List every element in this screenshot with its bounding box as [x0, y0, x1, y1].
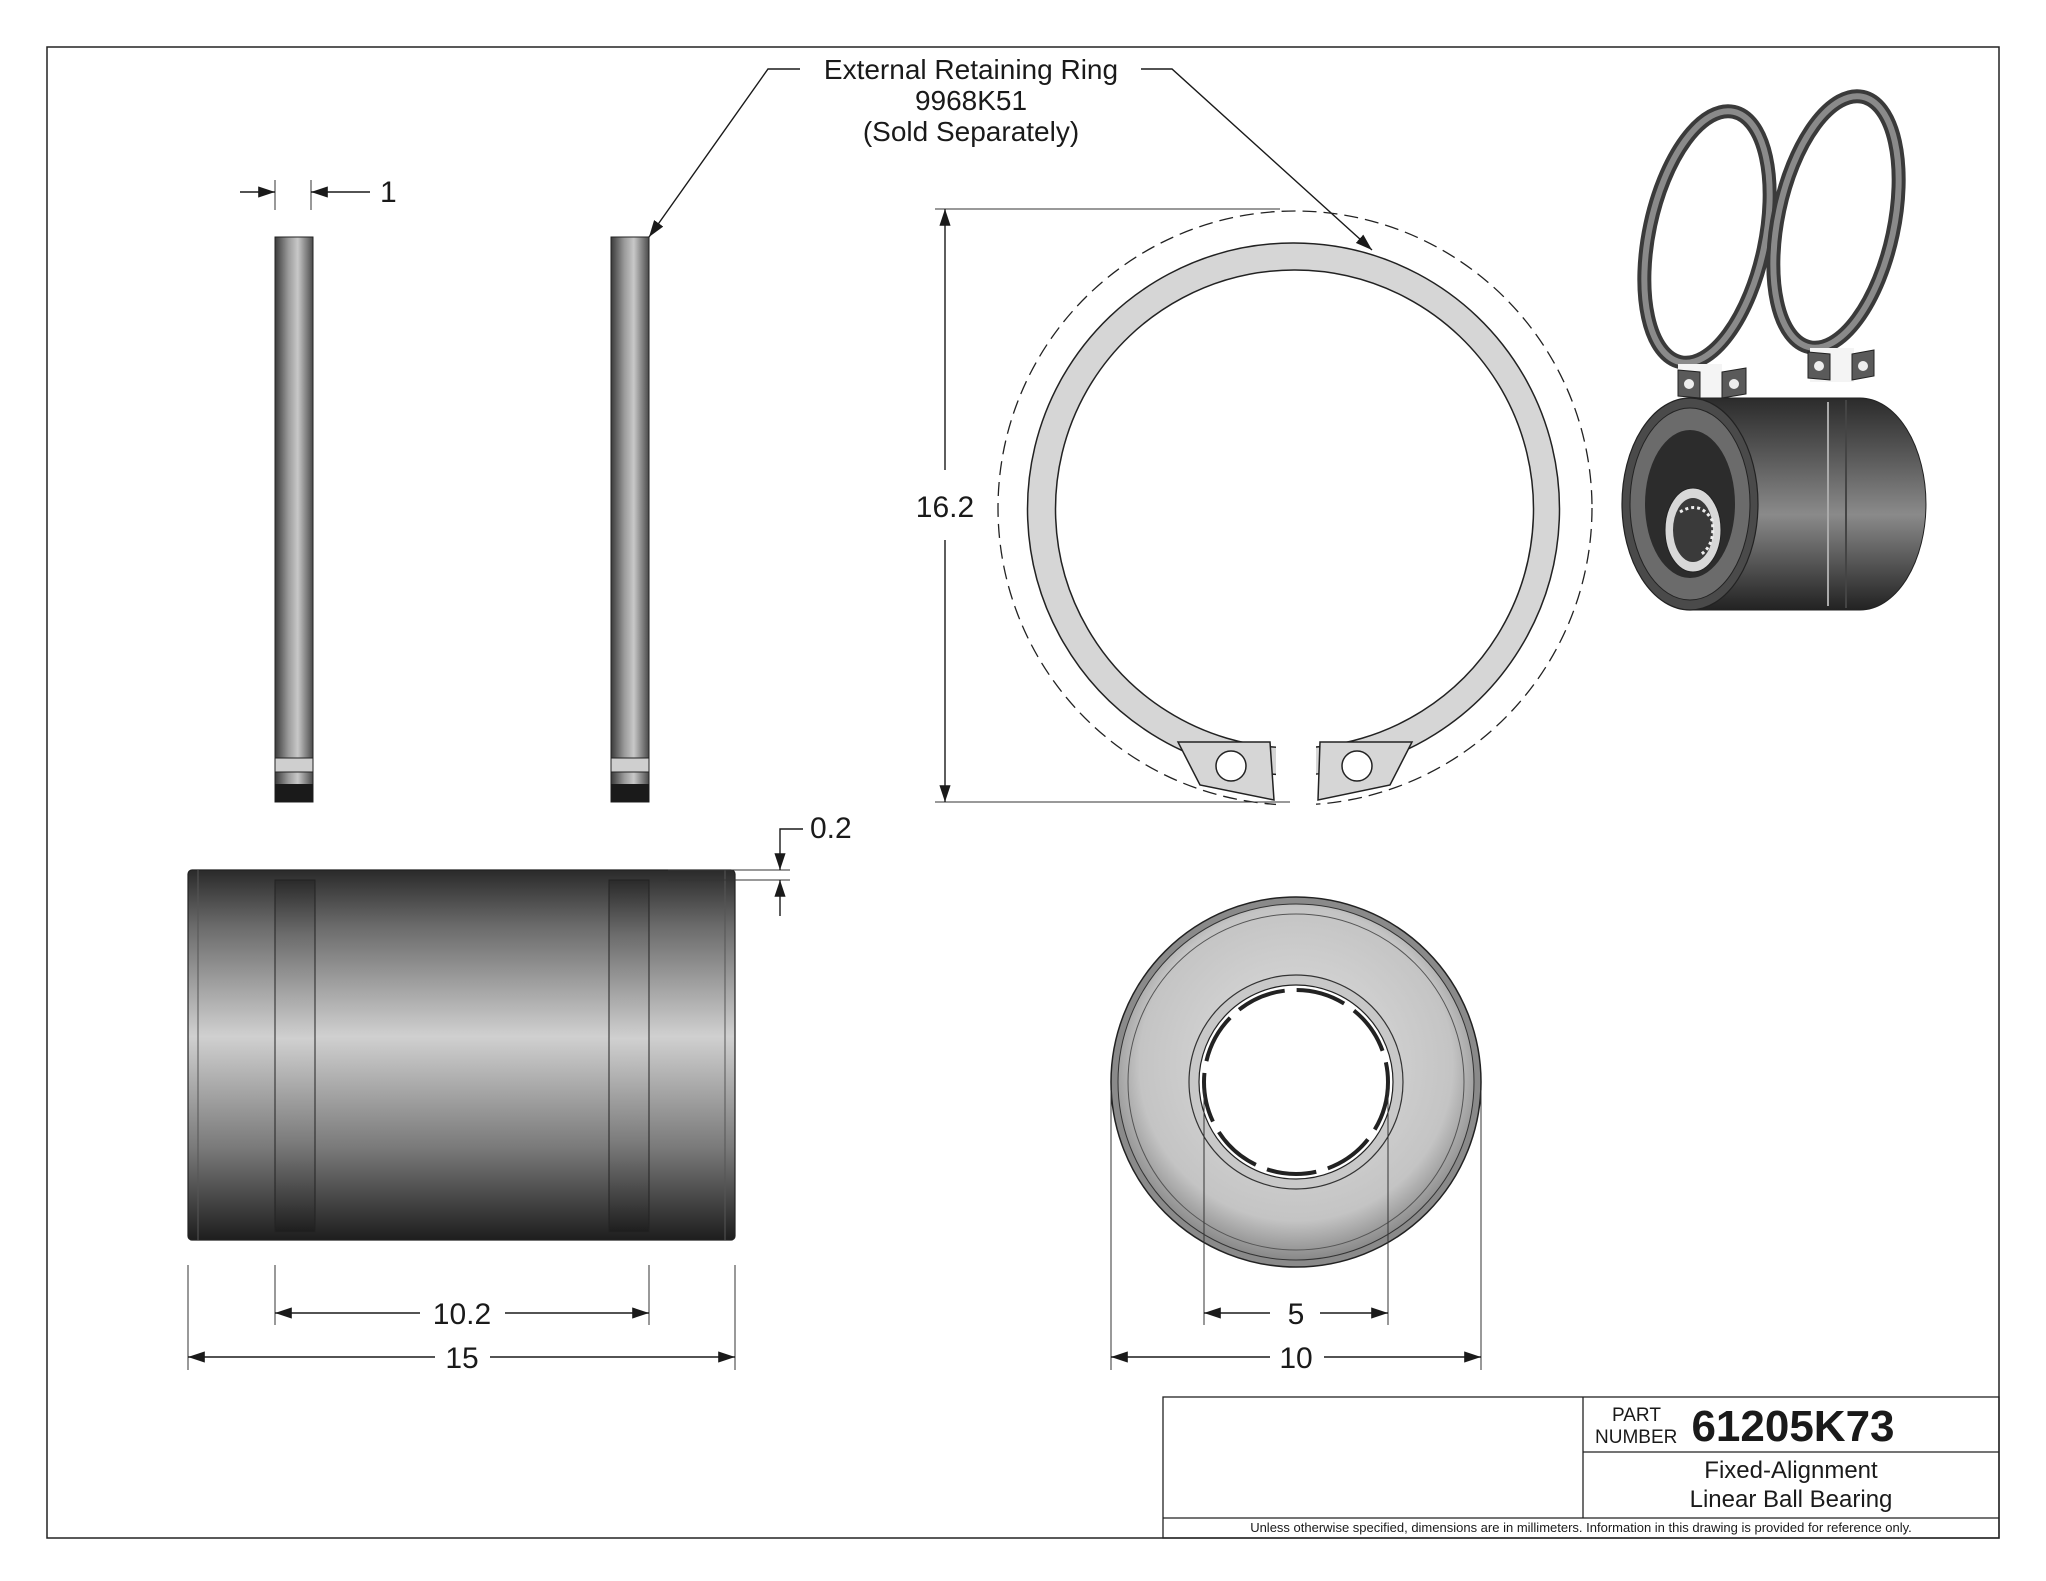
- dim-label-bearing-length: 15: [445, 1342, 478, 1375]
- dim-label-bore-diameter: 5: [1288, 1298, 1305, 1331]
- dimension-bore-diameter: 5: [1203, 1090, 1389, 1331]
- part-number: 61205K73: [1691, 1402, 1894, 1451]
- dimension-ring-height: 16.2: [916, 208, 1290, 803]
- dimension-ring-thickness: 1: [240, 176, 397, 210]
- ring-side-view-left: [274, 236, 314, 803]
- retaining-ring-callout: External Retaining Ring 9968K51 (Sold Se…: [648, 54, 1373, 251]
- dim-label-groove-depth: 0.2: [810, 812, 852, 845]
- dim-label-ring-height: 16.2: [916, 491, 974, 524]
- bearing-side-view: [187, 869, 736, 1241]
- dim-label-ring-thickness: 1: [380, 176, 397, 209]
- callout-line-3: (Sold Separately): [863, 116, 1079, 147]
- dimension-outer-diameter: 10: [1110, 1090, 1482, 1375]
- dim-label-groove-spacing: 10.2: [433, 1298, 491, 1331]
- dim-label-outer-diameter: 10: [1279, 1342, 1312, 1375]
- title-block: PART NUMBER 61205K73 Fixed-Alignment Lin…: [1162, 1396, 2000, 1539]
- bearing-end-view: [1110, 896, 1482, 1268]
- sheet-border: [46, 46, 2000, 1539]
- callout-line-1: External Retaining Ring: [824, 54, 1118, 85]
- ring-front-view: [997, 210, 1593, 814]
- ring-side-view-right: [610, 236, 650, 803]
- description-line-1: Fixed-Alignment: [1704, 1457, 1878, 1484]
- isometric-bearing: [1621, 397, 1927, 611]
- dimension-groove-depth: 0.2: [668, 812, 852, 916]
- callout-line-2: 9968K51: [915, 85, 1027, 116]
- description-line-2: Linear Ball Bearing: [1690, 1486, 1893, 1513]
- part-label-line-2: NUMBER: [1595, 1427, 1677, 1448]
- part-label-line-1: PART: [1612, 1405, 1661, 1426]
- dimension-bearing-length: 15: [187, 1265, 736, 1375]
- drawing-note: Unless otherwise specified, dimensions a…: [1250, 1520, 1912, 1535]
- isometric-retaining-rings: [1637, 89, 1906, 399]
- dimension-groove-spacing: 10.2: [274, 1265, 650, 1331]
